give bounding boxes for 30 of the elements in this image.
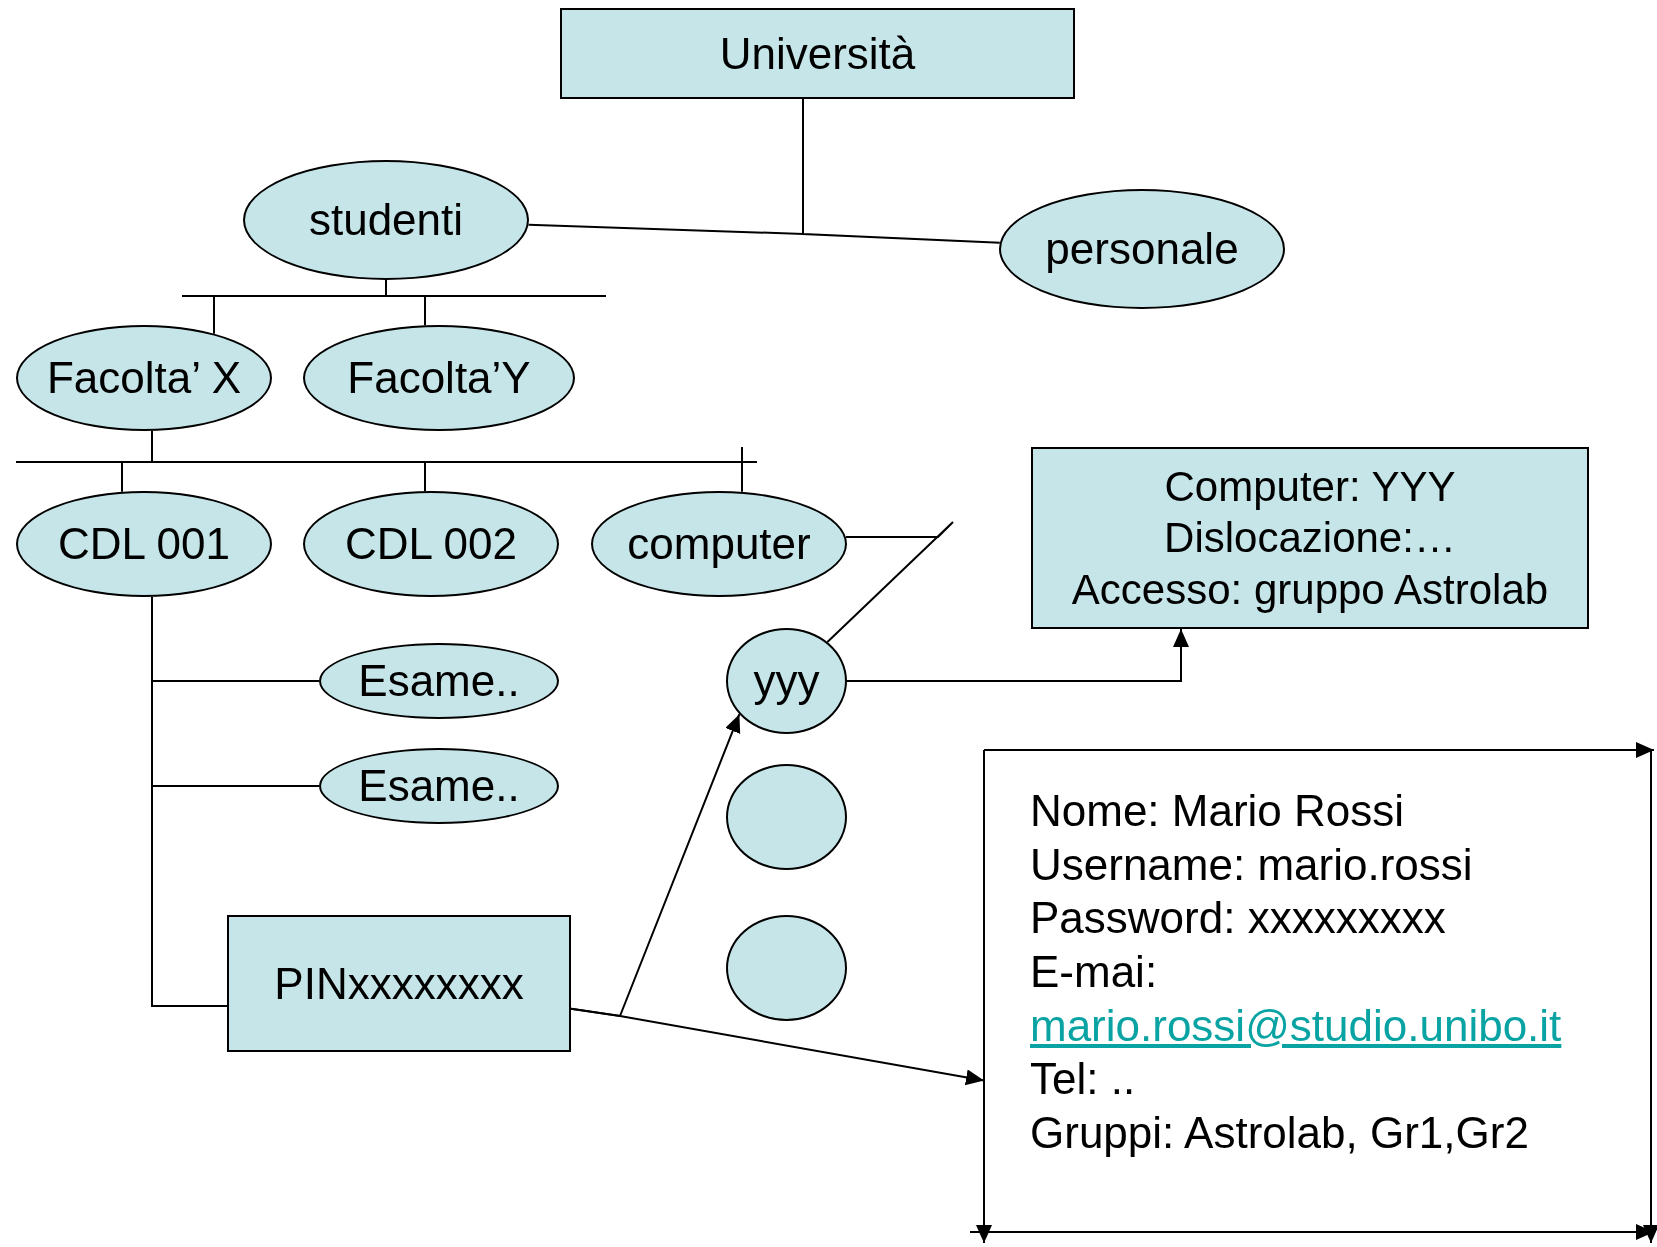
process-box [1031, 447, 1589, 629]
node-text: Accesso: gruppo Astrolab [1071, 564, 1549, 615]
node-text: Tel: .. [1030, 1053, 1136, 1106]
node-text: Facolta’ X [47, 352, 241, 405]
arrow [846, 628, 1189, 682]
node-text: Username: mario.rossi [1030, 838, 1473, 891]
email-link: mario.rossi@studio.unibo.it [1030, 999, 1562, 1052]
process-box [560, 8, 1075, 99]
node-text: studenti [308, 194, 464, 247]
node-text: computer [627, 518, 811, 571]
connector-line [802, 98, 1001, 244]
node-text: yyy [753, 655, 820, 708]
node-text: Facolta’Y [347, 352, 531, 405]
node-text: E-mai: [1030, 946, 1158, 998]
node-text: Università [719, 27, 916, 80]
node-text: CDL 001 [58, 518, 230, 571]
node-text: personale [1045, 223, 1239, 276]
node-text: Computer: YYY [1164, 462, 1456, 513]
node-text: PINxxxxxxxx [274, 957, 524, 1010]
node-text: Nome: Mario Rossi [1030, 785, 1405, 837]
node-text: Esame.. [358, 760, 520, 813]
arrow [570, 1007, 985, 1086]
node-text: Gruppi: Astrolab, Gr1,Gr2 [1030, 1107, 1529, 1160]
node-text: Password: xxxxxxxxx [1030, 892, 1446, 945]
process-box [227, 915, 571, 1052]
connector-line [826, 521, 954, 643]
connector-line [385, 279, 426, 327]
node-text: Dislocazione:… [1164, 513, 1456, 564]
node-text: Esame.. [358, 655, 520, 708]
node-text: CDL 002 [345, 518, 517, 571]
